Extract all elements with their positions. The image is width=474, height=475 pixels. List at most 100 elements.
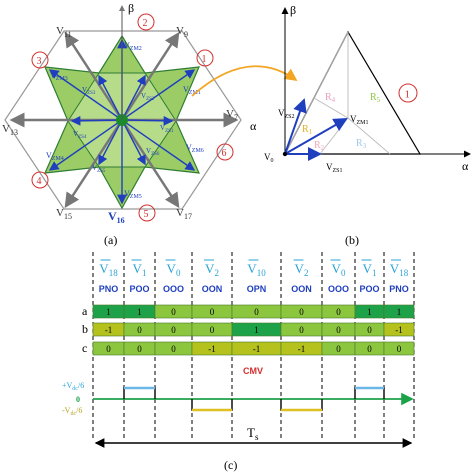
cell-value-b-1: 0 [137,325,142,335]
switch-state-7: POO [359,284,379,294]
cell-value-a-4: 0 [254,307,259,317]
svg-text:V11: V11 [56,25,72,39]
cell-value-b-2: 0 [171,325,176,335]
vector-header-5: V2 [295,261,309,278]
cell-value-c-8: 0 [397,344,402,354]
vector-header-8: V18 [390,261,409,278]
svg-text:V15: V15 [56,207,72,221]
zoom-arrow [191,65,298,97]
cell-value-c-3: -1 [208,344,216,354]
svg-text:b: b [82,322,88,336]
cell-value-c-1: 0 [137,344,142,354]
cell-value-c-2: 0 [171,344,176,354]
panel-a-beta-label: β [128,1,134,15]
svg-text:VZS2: VZS2 [141,92,155,102]
switch-state-6: OOO [328,284,349,294]
svg-text:R1: R1 [302,124,313,136]
switch-state-8: PNO [389,284,409,294]
svg-text:VZS2: VZS2 [278,108,295,120]
svg-text:VZS1: VZS1 [326,162,343,174]
svg-text:V13: V13 [2,123,18,137]
cell-value-a-3: 0 [210,307,215,317]
panel-a-caption: (a) [104,233,117,247]
cell-value-b-8: -1 [395,325,403,335]
panel-b-vector-labels: VZS2 VZM1 VZS1 V0 [264,108,369,174]
svg-text:VZM2: VZM2 [124,41,142,52]
switch-state-1: POO [129,284,149,294]
svg-text:R4: R4 [325,92,336,104]
svg-text:6: 6 [222,148,227,159]
outer-vector-labels: V11 V9 V13 V7 V15 V17 [2,25,238,221]
svg-text:VZM5: VZM5 [124,189,142,200]
svg-text:+Vdc/6: +Vdc/6 [62,381,84,392]
switch-state-0: PNO [99,284,119,294]
cell-value-a-6: 0 [336,307,341,317]
panel-b: β α R4 R5 R1 R2 R3 VZS2 VZM1 VZS1 V0 [264,3,471,247]
svg-text:V17: V17 [176,207,192,221]
svg-text:R2: R2 [314,140,325,152]
svg-text:VZS3: VZS3 [82,86,96,96]
vector-header-3: V2 [205,261,219,278]
svg-text:2: 2 [143,18,148,29]
svg-text:V7: V7 [226,108,238,122]
cell-value-c-0: 0 [106,344,111,354]
vector-header-1: V1 [133,261,147,278]
cmv-label: CMV [243,366,263,376]
switch-state-5: OON [291,284,312,294]
cell-value-b-3: 0 [210,325,215,335]
svg-text:-Vdc/6: -Vdc/6 [62,406,82,417]
sector-triangle [284,30,422,155]
svg-text:V9: V9 [176,25,188,39]
vector-header-0: V18 [99,261,118,278]
vector-header-6: V0 [332,261,346,278]
region-labels: R4 R5 R1 R2 R3 [302,92,381,152]
cell-value-c-4: -1 [253,344,261,354]
sector-labels: 1 2 3 4 5 6 [31,13,234,222]
vector-header-2: V0 [167,261,181,278]
svg-text:VZS4: VZS4 [73,130,87,140]
panel-b-caption: (b) [345,233,359,247]
region-dividers [284,31,391,155]
star-vector-labels: VZS1 VZS2 VZS3 VZS4 VZS5 VZS6 [73,86,174,174]
cell-value-a-2: 0 [171,307,176,317]
panel-a-alpha-label: α [250,119,257,133]
svg-text:VZM6: VZM6 [186,143,204,154]
cmv-level-labels: +Vdc/6 0 -Vdc/6 [62,381,84,417]
svg-text:c: c [82,341,87,355]
cell-a-8 [383,304,415,319]
cell-c-8 [383,341,415,356]
svg-text:VZS1: VZS1 [160,124,174,134]
cell-value-b-4: 1 [254,325,259,335]
panel-b-beta-label: β [290,3,296,17]
cell-value-a-1: 1 [137,307,142,317]
panel-c-caption: (c) [224,458,237,472]
cell-value-a-0: 1 [106,307,111,317]
svg-text:5: 5 [144,209,149,220]
svg-text:VZM4: VZM4 [46,151,64,162]
vector-headers: V18PNOV1POOV0OOOV2OONV10OPNV2OONV0OOOV1P… [99,259,409,294]
cell-value-a-8: 1 [397,307,402,317]
svg-text:4: 4 [37,176,42,187]
panel-b-sector: 1 [405,89,411,101]
cell-value-a-5: 0 [299,307,304,317]
switch-state-3: OON [202,284,223,294]
svg-text:VZS5: VZS5 [92,164,106,174]
svg-text:1: 1 [202,54,207,65]
panel-b-alpha-label: α [462,159,469,173]
vector-header-4: V10 [247,261,266,278]
panel-a: β α 1 2 3 4 5 6 V11 V9 V13 V7 V15 V17 [2,1,257,247]
svg-text:VZM1: VZM1 [350,114,369,126]
cell-value-c-6: 0 [336,344,341,354]
cell-value-b-7: 0 [367,325,372,335]
cell-value-c-5: -1 [298,344,306,354]
switch-state-2: OOO [163,284,184,294]
cell-b-8 [383,322,415,337]
vector-header-7: V1 [363,261,377,278]
svg-text:R3: R3 [356,138,367,150]
svg-text:3: 3 [37,56,42,67]
cell-value-b-0: -1 [105,325,113,335]
cmv-waveform [93,386,414,412]
svg-text:VZM3: VZM3 [50,71,68,82]
